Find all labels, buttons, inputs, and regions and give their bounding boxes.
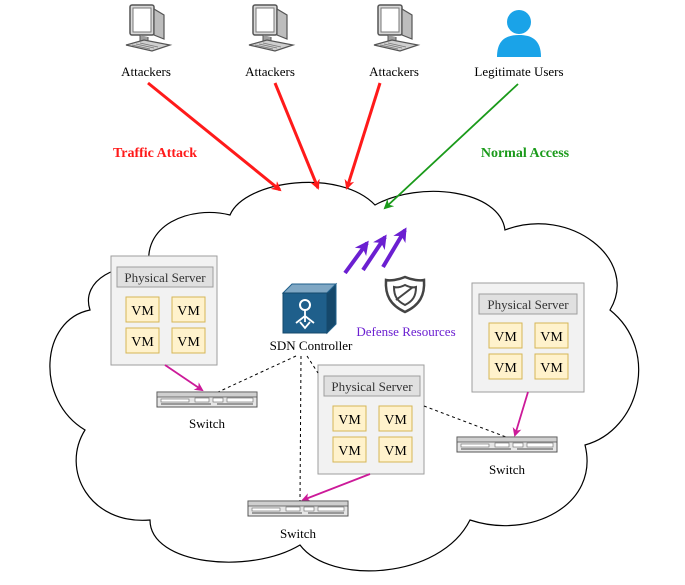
switch-icon [247,500,349,517]
vm-label: VM [131,304,154,319]
vm-label: VM [384,413,407,428]
defense-arrow [361,234,387,272]
sdn-controller-icon [281,282,338,335]
physical-server: Physical Server VM VM VM VM [471,282,585,393]
vm-label: VM [177,304,200,319]
server-switch-link [512,391,529,437]
physical-server-title: Physical Server [331,379,413,394]
vm-label: VM [177,335,200,350]
vm-label: VM [494,330,517,345]
switch-icon [156,391,258,408]
traffic-attack-label: Traffic Attack [113,146,197,161]
control-link [423,405,507,438]
defense-arrow [381,227,407,269]
shield-icon [384,275,426,314]
switch-label: Switch [280,526,317,541]
control-link [215,355,297,394]
attackers-label: Attackers [369,64,419,79]
switch-label: Switch [189,416,226,431]
sdn-controller-label: SDN Controller [270,338,353,353]
physical-server: Physical Server VM VM VM VM [317,364,425,475]
attack-arrow-1 [147,81,282,192]
switch-icon [456,436,558,453]
control-link [299,355,302,502]
normal-access-label: Normal Access [481,146,570,161]
vm-label: VM [131,335,154,350]
vm-label: VM [384,444,407,459]
attack-arrow-3 [344,82,382,190]
defense-arrow [343,240,369,275]
physical-server-title: Physical Server [487,297,569,312]
legitimate-users-label: Legitimate Users [474,64,563,79]
monitor-icon [248,4,294,52]
vm-label: VM [494,361,517,376]
physical-server-title: Physical Server [124,270,206,285]
physical-server: Physical Server VM VM VM VM [110,255,218,366]
server-switch-link [301,473,371,502]
normal-access-arrow [383,83,519,210]
attackers-label: Attackers [245,64,295,79]
monitor-icon [125,4,171,52]
vm-label: VM [338,444,361,459]
user-icon [497,10,541,57]
attackers-label: Attackers [121,64,171,79]
server-switch-link [164,364,204,392]
vm-label: VM [338,413,361,428]
vm-label: VM [540,361,563,376]
monitor-icon [373,4,419,52]
attack-arrow-2 [273,82,320,190]
defense-resources-label: Defense Resources [356,324,455,339]
vm-label: VM [540,330,563,345]
switch-label: Switch [489,462,526,477]
